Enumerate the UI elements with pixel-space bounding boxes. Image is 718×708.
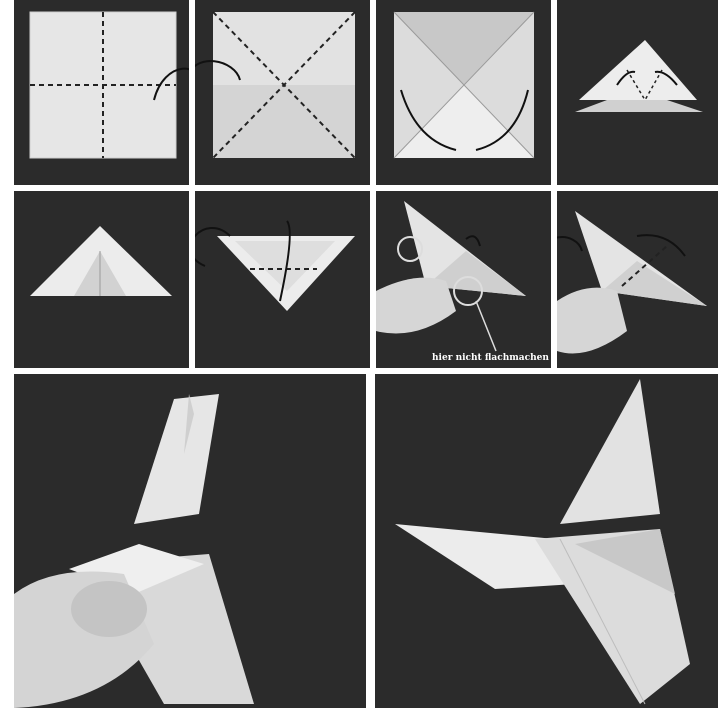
step-1-illustration bbox=[14, 0, 189, 185]
step-4-illustration bbox=[557, 0, 718, 185]
step-2-panel bbox=[195, 0, 370, 185]
step-7-caption: hier nicht flachmachen bbox=[432, 353, 549, 363]
step-6-panel bbox=[195, 191, 370, 368]
flip-arrow-icon bbox=[195, 228, 230, 266]
rotate-arrow-icon bbox=[466, 236, 480, 246]
step-4-panel bbox=[557, 0, 718, 185]
step-5-panel bbox=[14, 191, 189, 368]
step-7-illustration bbox=[376, 191, 551, 368]
flip-arrow-icon bbox=[557, 237, 582, 261]
hand-image bbox=[557, 288, 627, 354]
step-2-illustration bbox=[195, 0, 370, 185]
step-7-panel: hier nicht flachmachen bbox=[376, 191, 551, 368]
step-9-panel bbox=[14, 374, 366, 708]
step-5-illustration bbox=[14, 191, 189, 368]
step-8-panel bbox=[557, 191, 718, 368]
step-3-illustration bbox=[376, 0, 551, 185]
step-1-panel bbox=[14, 0, 189, 185]
thumb-image bbox=[71, 581, 147, 637]
finished-butterfly-image bbox=[375, 374, 718, 708]
step-3-panel bbox=[376, 0, 551, 185]
step-10-panel bbox=[375, 374, 718, 708]
step-6-illustration bbox=[195, 191, 370, 368]
step-8-illustration bbox=[557, 191, 718, 368]
hand-image bbox=[376, 278, 456, 334]
butterfly-in-hand-image bbox=[14, 374, 366, 708]
